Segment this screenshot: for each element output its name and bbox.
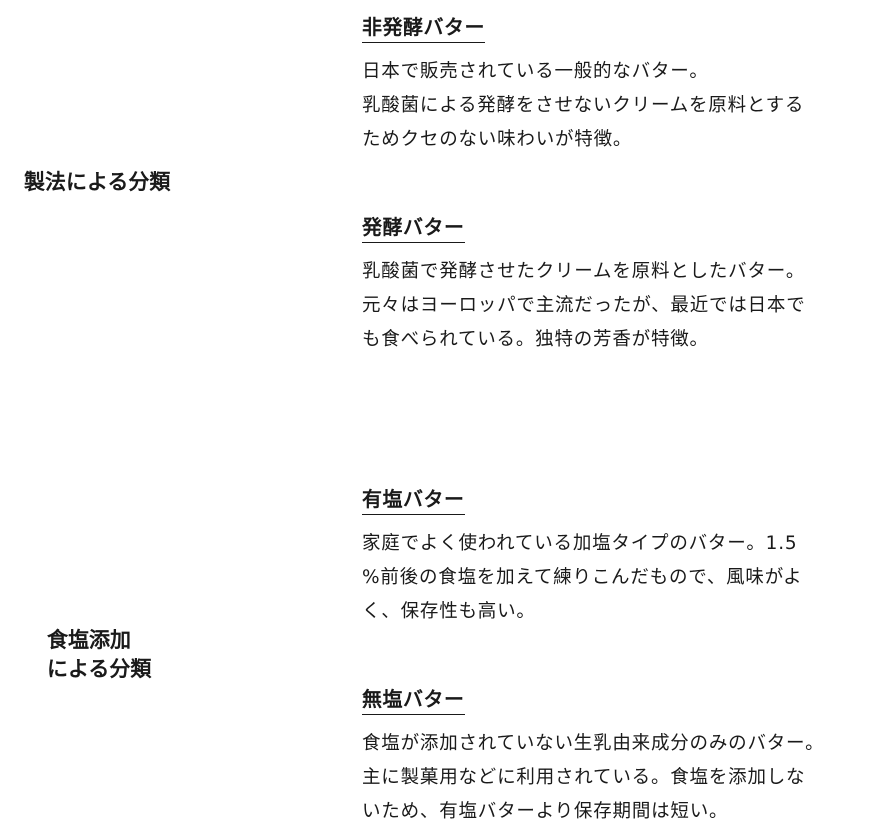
category-label-method: 製法による分類 <box>24 168 170 197</box>
item-description-line: く、保存性も高い。 <box>362 601 536 622</box>
item-description-line: も食べられている。独特の芳香が特徴。 <box>362 329 709 350</box>
item-description-line: 乳酸菌による発酵をさせないクリームを原料とする <box>362 95 805 116</box>
item-description-line: 家庭でよく使われている加塩タイプのバター。1.5 <box>362 533 798 554</box>
item-description-line: 乳酸菌で発酵させたクリームを原料としたバター。 <box>362 261 806 282</box>
category-label-salt-line1: 食塩添加 <box>47 628 131 652</box>
item-description: 乳酸菌で発酵させたクリームを原料としたバター。 元々はヨーロッパで主流だったが、… <box>362 255 874 357</box>
item-description: 家庭でよく使われている加塩タイプのバター。1.5 %前後の食塩を加えて練りこんだ… <box>362 527 874 629</box>
item-title: 発酵バター <box>362 214 465 243</box>
item-title: 無塩バター <box>362 686 465 715</box>
category-label-salt-line2: による分類 <box>47 657 152 681</box>
item-unsalted-butter: 無塩バター 食塩が添加されていない生乳由来成分のみのバター。 主に製菓用などに利… <box>362 686 874 829</box>
item-description-line: ためクセのない味わいが特徴。 <box>362 129 633 150</box>
item-description-line: 主に製菓用などに利用されている。食塩を添加しな <box>362 767 806 788</box>
item-title: 有塩バター <box>362 486 465 515</box>
item-description-line: 日本で販売されている一般的なバター。 <box>362 61 709 82</box>
item-fermented-butter: 発酵バター 乳酸菌で発酵させたクリームを原料としたバター。 元々はヨーロッパで主… <box>362 214 874 357</box>
item-description-line: いため、有塩バターより保存期間は短い。 <box>362 801 729 822</box>
item-title: 非発酵バター <box>362 14 485 43</box>
category-label-salt: 食塩添加 による分類 <box>47 626 151 684</box>
item-salted-butter: 有塩バター 家庭でよく使われている加塩タイプのバター。1.5 %前後の食塩を加え… <box>362 486 874 629</box>
item-non-fermented-butter: 非発酵バター 日本で販売されている一般的なバター。 乳酸菌による発酵をさせないク… <box>362 14 874 157</box>
item-description-line: 食塩が添加されていない生乳由来成分のみのバター。 <box>362 733 825 754</box>
item-description-line: 元々はヨーロッパで主流だったが、最近では日本で <box>362 295 806 316</box>
item-description-line: %前後の食塩を加えて練りこんだもので、風味がよ <box>362 567 803 588</box>
item-description: 日本で販売されている一般的なバター。 乳酸菌による発酵をさせないクリームを原料と… <box>362 55 874 157</box>
category-label-method-text: 製法による分類 <box>24 170 171 194</box>
item-description: 食塩が添加されていない生乳由来成分のみのバター。 主に製菓用などに利用されている… <box>362 727 874 829</box>
